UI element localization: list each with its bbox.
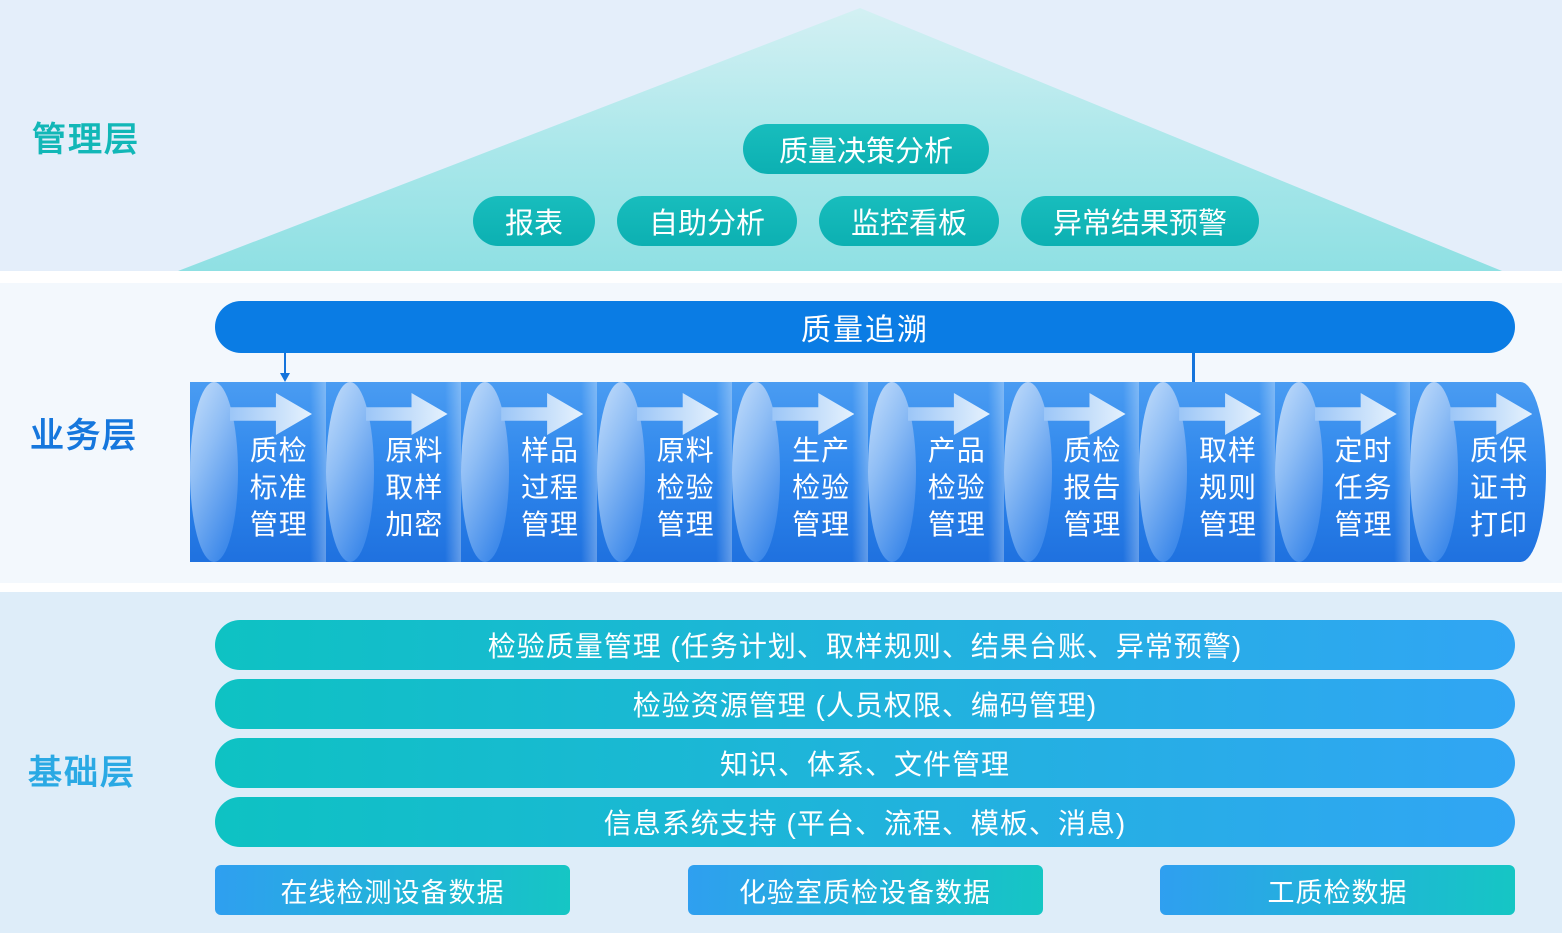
management-layer-label: 管理层 xyxy=(32,121,140,159)
data-source-box: 在线检测设备数据 xyxy=(215,865,570,915)
section-divider xyxy=(0,271,1562,283)
data-source-box: 化验室质检设备数据 xyxy=(687,865,1043,915)
foundation-bar: 检验质量管理 (任务计划、取样规则、结果台账、异常预警) xyxy=(215,620,1515,670)
cylinder-label: 原料 取样 加密 xyxy=(385,435,444,540)
connector-line xyxy=(284,353,286,373)
section-divider xyxy=(0,933,1562,945)
cylinder-item: 取样 规则 管理 xyxy=(1139,382,1275,562)
cylinder-item: 原料 检验 管理 xyxy=(596,382,733,562)
management-pill: 监控看板 xyxy=(819,196,1000,246)
foundation-bar: 知识、体系、文件管理 xyxy=(215,738,1515,788)
decision-analysis-pill: 质量决策分析 xyxy=(742,124,990,174)
cylinder-item: 样品 过程 管理 xyxy=(461,382,597,562)
section-divider xyxy=(0,583,1562,592)
connector-line xyxy=(1192,353,1195,382)
quality-trace-bar: 质量追溯 xyxy=(215,301,1515,353)
foundation-layer-section: 基础层 检验质量管理 (任务计划、取样规则、结果台账、异常预警) 检验资源管理 … xyxy=(0,592,1562,933)
cylinder-item: 生产 检验 管理 xyxy=(732,382,868,562)
business-layer-label: 业务层 xyxy=(30,417,138,455)
cylinder-item: 原料 取样 加密 xyxy=(325,382,462,562)
data-source-row: 在线检测设备数据 化验室质检设备数据 工质检数据 xyxy=(215,865,1515,915)
cylinder-item: 质检 标准 管理 xyxy=(190,382,326,562)
data-source-box: 工质检数据 xyxy=(1160,865,1515,915)
foundation-bar: 检验资源管理 (人员权限、编码管理) xyxy=(215,679,1515,729)
business-cylinder-row: 质检 标准 管理 原料 取样 加密 样品 xyxy=(190,382,1546,562)
cylinder-label: 质检 报告 管理 xyxy=(1063,435,1122,540)
cylinder-item: 质保 证书 打印 xyxy=(1410,382,1546,562)
management-layer-section: 管理层 质量决策分析 报表 自助分析 监控看板 异常结果预警 xyxy=(0,0,1562,271)
foundation-layer-label: 基础层 xyxy=(28,754,136,792)
cylinder-item: 定时 任务 管理 xyxy=(1274,382,1411,562)
cylinder-label: 生产 检验 管理 xyxy=(792,435,851,540)
cylinder-label: 定时 任务 管理 xyxy=(1334,435,1393,540)
arrow-down-icon xyxy=(280,373,290,382)
cylinder-label: 原料 检验 管理 xyxy=(656,435,715,540)
management-pill: 自助分析 xyxy=(616,196,797,246)
business-layer-section: 业务层 质量追溯 质检 标准 管理 原料 xyxy=(0,283,1562,583)
foundation-bar: 信息系统支持 (平台、流程、模板、消息) xyxy=(215,797,1515,847)
cylinder-label: 质保 证书 打印 xyxy=(1470,435,1529,540)
management-pill-row: 报表 自助分析 监控看板 异常结果预警 xyxy=(430,196,1302,246)
cylinder-item: 产品 检验 管理 xyxy=(867,382,1004,562)
cylinder-label: 取样 规则 管理 xyxy=(1198,435,1257,540)
management-pill: 报表 xyxy=(472,196,595,246)
cylinder-label: 样品 过程 管理 xyxy=(520,435,579,540)
management-pill: 异常结果预警 xyxy=(1021,196,1260,246)
cylinder-item: 质检 报告 管理 xyxy=(1003,382,1140,562)
cylinder-label: 产品 检验 管理 xyxy=(927,435,986,540)
cylinder-label: 质检 标准 管理 xyxy=(249,435,308,540)
